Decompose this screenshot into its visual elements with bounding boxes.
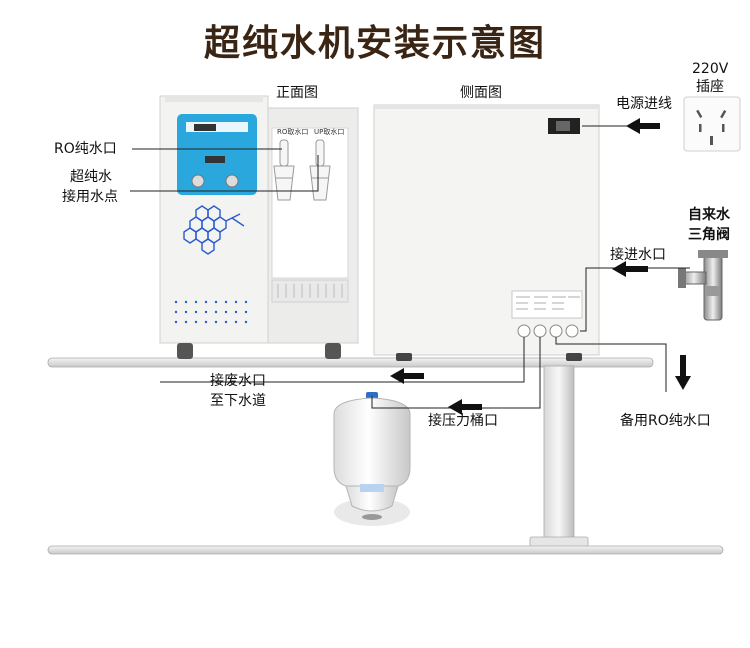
ro-outlet-small-label: RO取水口 xyxy=(277,127,308,136)
side-view-machine xyxy=(374,105,599,361)
up-outlet-small-label: UP取水口 xyxy=(314,127,344,136)
port-label-panel xyxy=(512,291,582,318)
pressure-tank-label: 接压力桶口 xyxy=(428,412,498,431)
water-inlet-label: 接进水口 xyxy=(610,246,666,265)
ultrapure-label: 超纯水 xyxy=(70,168,112,187)
power-inlet-icon xyxy=(548,118,580,134)
point-of-use-label: 接用水点 xyxy=(62,188,118,207)
socket-voltage-label: 220V xyxy=(692,60,728,79)
front-view-label: 正面图 xyxy=(276,84,318,103)
power-inlet-label: 电源进线 xyxy=(616,95,672,114)
ro-outlet-label: RO纯水口 xyxy=(54,140,117,159)
wall-socket-icon xyxy=(684,97,740,151)
shelf-support-post xyxy=(530,366,588,547)
backup-ro-outlet-label: 备用RO纯水口 xyxy=(620,412,711,431)
angle-valve-icon xyxy=(678,250,728,320)
pressure-tank xyxy=(334,392,410,526)
socket-label: 插座 xyxy=(696,78,724,97)
side-view-label: 侧面图 xyxy=(460,84,502,103)
tap-water-label: 自来水 xyxy=(688,206,730,225)
floor-line xyxy=(48,546,723,554)
arrow-down-icon xyxy=(675,355,691,390)
waste-outlet-label: 接废水口 xyxy=(210,372,266,391)
arrow-left-icon xyxy=(626,118,660,134)
angle-valve-label: 三角阀 xyxy=(688,226,730,245)
to-drain-label: 至下水道 xyxy=(210,392,266,411)
